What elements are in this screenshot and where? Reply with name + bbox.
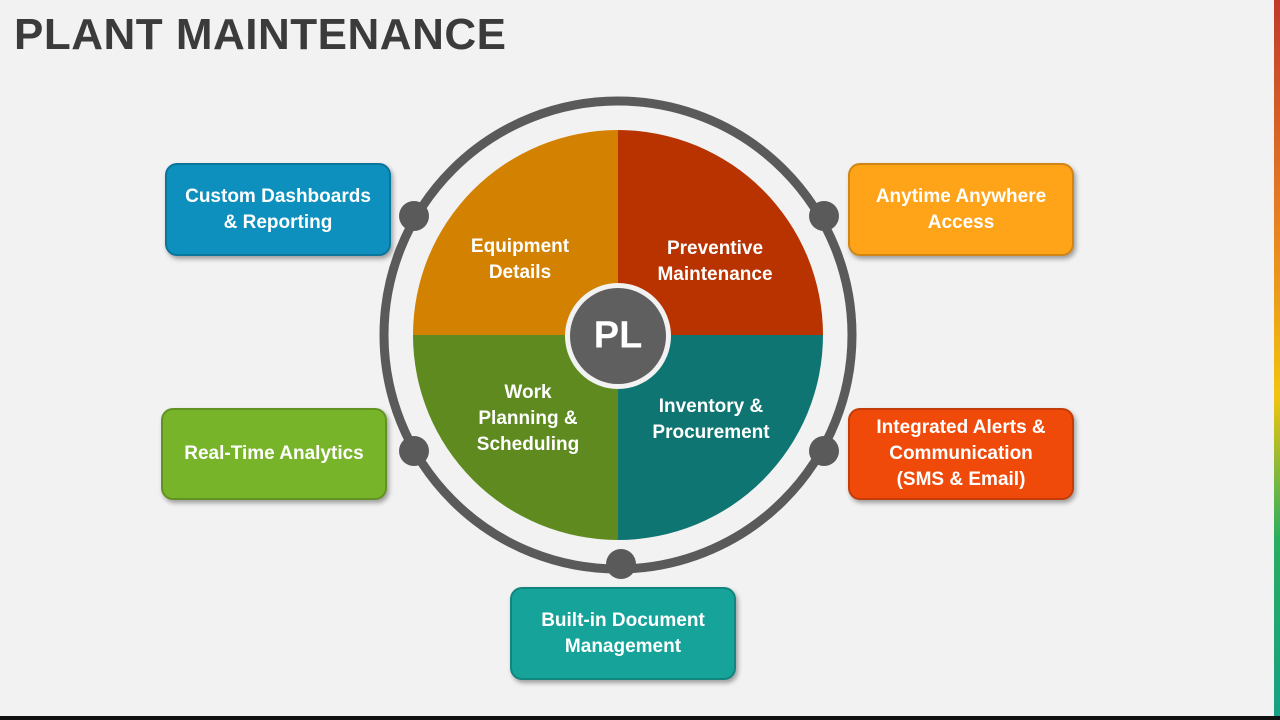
box-custom-dashboards: Custom Dashboards & Reporting xyxy=(165,163,391,256)
center-label: PL xyxy=(593,314,643,357)
bottom-edge-strip xyxy=(0,716,1280,720)
box-integrated-alerts: Integrated Alerts & Communication (SMS &… xyxy=(848,408,1074,500)
segment-label-preventive-maintenance: Preventive Maintenance xyxy=(657,238,773,285)
center-hub-inner xyxy=(570,288,666,384)
segment-equipment-details xyxy=(413,130,618,335)
connector-dot-bottom-right xyxy=(809,436,839,466)
connector-dot-top-left xyxy=(399,201,429,231)
segment-label-equipment-details: Equipment Details xyxy=(470,236,570,283)
segment-label-inventory-procurement: Inventory & Procurement xyxy=(652,396,770,443)
page-title: PLANT MAINTENANCE xyxy=(14,10,507,59)
segment-work-planning xyxy=(413,335,618,540)
segment-label-work-planning: Work Planning & Scheduling xyxy=(476,382,580,455)
connector-dot-bottom xyxy=(606,549,636,579)
connector-dot-top-right xyxy=(809,201,839,231)
segment-preventive-maintenance xyxy=(618,130,823,335)
box-real-time-analytics: Real-Time Analytics xyxy=(161,408,387,500)
box-document-management: Built-in Document Management xyxy=(510,587,736,680)
connector-dot-bottom-left xyxy=(399,436,429,466)
right-edge-strip xyxy=(1274,0,1280,720)
box-anytime-anywhere-access: Anytime Anywhere Access xyxy=(848,163,1074,256)
segment-inventory-procurement xyxy=(618,335,823,540)
